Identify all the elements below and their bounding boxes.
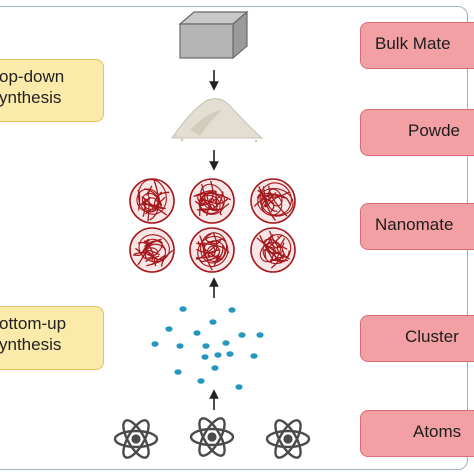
cluster-dot-icon — [201, 354, 209, 360]
nanoparticle-icon — [129, 227, 175, 273]
cluster-dot-icon — [176, 343, 184, 349]
stage-label-nanomaterial: Nanomate — [360, 203, 474, 250]
cluster-dot-icon — [235, 384, 243, 390]
cluster-dot-icon — [222, 340, 230, 346]
cluster-dot-icon — [256, 332, 264, 338]
powder-pile-icon — [171, 98, 264, 143]
top-down-line2: ynthesis — [0, 88, 62, 107]
cluster-dot-icon — [202, 343, 210, 349]
cluster-dot-icon — [197, 378, 205, 384]
bottom-up-line1: ottom-up — [0, 314, 67, 333]
cluster-dot-icon — [226, 351, 234, 357]
cluster-dots — [151, 306, 264, 390]
cluster-dot-icon — [174, 369, 182, 375]
nanoparticle-icon — [250, 178, 296, 224]
cluster-dot-icon — [238, 332, 246, 338]
nanoparticle-group — [129, 178, 296, 273]
bottom-up-line2: ynthesis — [0, 335, 62, 354]
atom-icon — [113, 419, 159, 459]
stage-label-atoms: Atoms — [360, 410, 474, 457]
cluster-dot-icon — [165, 326, 173, 332]
cluster-dot-icon — [250, 353, 258, 359]
stage-label-bulk-material: Bulk Mate — [360, 22, 474, 69]
nanoparticle-icon — [189, 178, 235, 224]
top-down-synthesis-label: op-down ynthesis — [0, 59, 104, 122]
top-down-line1: op-down — [0, 67, 65, 86]
atom-group — [113, 417, 311, 459]
cube-icon — [178, 10, 249, 60]
bottom-up-synthesis-label: ottom-up ynthesis — [0, 306, 104, 370]
atom-icon — [265, 419, 311, 459]
cluster-dot-icon — [214, 352, 222, 358]
nanoparticle-icon — [129, 178, 175, 224]
atom-icon — [189, 417, 235, 457]
cluster-dot-icon — [209, 319, 217, 325]
cluster-dot-icon — [211, 365, 219, 371]
stage-label-clusters: Cluster — [360, 315, 474, 362]
cluster-dot-icon — [179, 306, 187, 312]
nanoparticle-icon — [250, 227, 296, 273]
stage-label-powder: Powde — [360, 109, 474, 156]
cluster-dot-icon — [228, 307, 236, 313]
nanoparticle-icon — [189, 227, 235, 273]
cluster-dot-icon — [193, 330, 201, 336]
cluster-dot-icon — [151, 341, 159, 347]
